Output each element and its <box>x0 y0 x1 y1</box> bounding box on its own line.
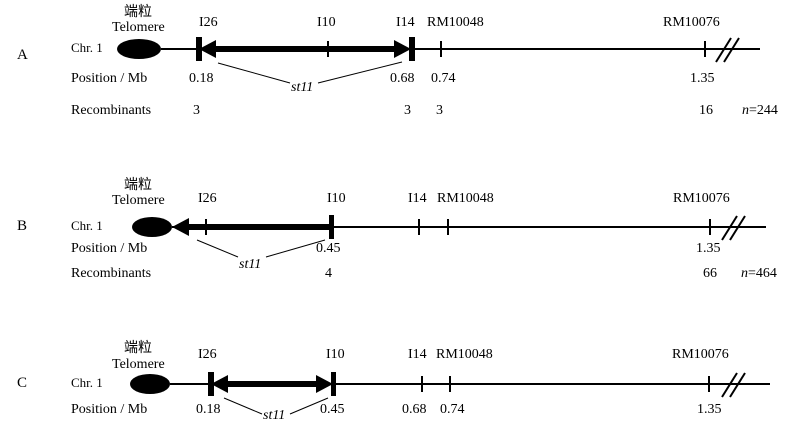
sample-size-value: =464 <box>748 266 777 281</box>
telomere-ellipse <box>117 39 161 59</box>
recombinants-row-label: Recombinants <box>71 103 151 118</box>
position-value: 0.74 <box>431 71 456 86</box>
telomere-label-en: Telomere <box>112 357 165 372</box>
recombinant-count: 16 <box>699 103 713 118</box>
panel-a-label: A <box>17 47 28 63</box>
position-value: 0.45 <box>320 402 345 417</box>
flank-bar-right <box>331 372 336 396</box>
sample-size: n=464 <box>741 266 777 281</box>
telomere-label-cn: 端粒 <box>124 177 152 193</box>
panel-c-label: C <box>17 375 27 391</box>
marker-name: I14 <box>396 15 415 30</box>
marker-name: I10 <box>327 191 346 206</box>
marker-name: RM10048 <box>436 347 493 362</box>
panel-c: C Chr. 1 端粒 Telomere I26 I10 I14 RM10048… <box>17 340 770 423</box>
break-mark <box>721 215 738 241</box>
panel-b: B Chr. 1 端粒 Telomere I26 I10 I14 RM10048… <box>17 177 777 281</box>
interval-arrowhead-left <box>199 40 216 58</box>
sample-size: n=244 <box>742 103 778 118</box>
recombinant-count: 66 <box>703 266 717 281</box>
interval-arrowhead-right <box>394 40 411 58</box>
marker-name: RM10076 <box>673 191 730 206</box>
position-value: 0.68 <box>390 71 415 86</box>
position-value: 0.18 <box>196 402 221 417</box>
gene-callout-line <box>223 397 263 415</box>
position-value: 1.35 <box>696 241 721 256</box>
panel-b-label: B <box>17 218 27 234</box>
position-value: 0.45 <box>316 241 341 256</box>
sample-size-n: n <box>742 103 749 118</box>
marker-name: RM10076 <box>672 347 729 362</box>
gene-callout-line <box>196 239 239 258</box>
position-value: 0.74 <box>440 402 465 417</box>
flank-bar-right <box>329 215 334 239</box>
telomere-label-cn: 端粒 <box>124 340 152 356</box>
break-mark <box>723 37 740 63</box>
break-mark <box>715 37 732 63</box>
marker-name: I10 <box>317 15 336 30</box>
interval-arrowhead-left <box>172 218 189 236</box>
position-row-label: Position / Mb <box>71 71 147 86</box>
marker-name: I26 <box>199 15 218 30</box>
marker-name: I14 <box>408 191 427 206</box>
gene-callout-line <box>317 61 403 84</box>
break-mark <box>721 372 738 398</box>
interval-arrowhead-right <box>316 375 333 393</box>
panel-a: A Chr. 1 端粒 Telomere I26 I10 I14 RM10048… <box>17 4 778 118</box>
flank-bar-left <box>196 37 202 61</box>
recombinant-count: 3 <box>404 103 411 118</box>
chromosome-label: Chr. 1 <box>71 218 103 233</box>
recombinant-count: 3 <box>193 103 200 118</box>
position-value: 1.35 <box>690 71 715 86</box>
position-value: 0.68 <box>402 402 427 417</box>
marker-name: I10 <box>326 347 345 362</box>
sample-size-n: n <box>741 266 748 281</box>
position-row-label: Position / Mb <box>71 241 147 256</box>
marker-name: I14 <box>408 347 427 362</box>
marker-name: I26 <box>198 347 217 362</box>
position-row-label: Position / Mb <box>71 402 147 417</box>
marker-name: I26 <box>198 191 217 206</box>
break-mark <box>729 372 746 398</box>
flank-bar-right <box>409 37 415 61</box>
gene-label: st11 <box>291 80 313 95</box>
gene-callout-line <box>217 62 291 84</box>
telomere-ellipse <box>132 217 172 237</box>
recombinant-count: 3 <box>436 103 443 118</box>
marker-name: RM10048 <box>427 15 484 30</box>
break-mark <box>729 215 746 241</box>
marker-name: RM10076 <box>663 15 720 30</box>
gene-callout-line <box>265 239 326 258</box>
position-value: 1.35 <box>697 402 722 417</box>
gene-label: st11 <box>263 408 285 423</box>
interval-arrowhead-left <box>211 375 228 393</box>
chromosome-label: Chr. 1 <box>71 375 103 390</box>
recombinants-row-label: Recombinants <box>71 266 151 281</box>
marker-name: RM10048 <box>437 191 494 206</box>
gene-label: st11 <box>239 257 261 272</box>
gene-callout-line <box>289 397 329 415</box>
telomere-ellipse <box>130 374 170 394</box>
telomere-label-en: Telomere <box>112 20 165 35</box>
recombinant-count: 4 <box>325 266 332 281</box>
telomere-label-en: Telomere <box>112 193 165 208</box>
chromosome-label: Chr. 1 <box>71 40 103 55</box>
flank-bar-left <box>208 372 214 396</box>
sample-size-value: =244 <box>749 103 778 118</box>
telomere-label-cn: 端粒 <box>124 4 152 20</box>
position-value: 0.18 <box>189 71 214 86</box>
